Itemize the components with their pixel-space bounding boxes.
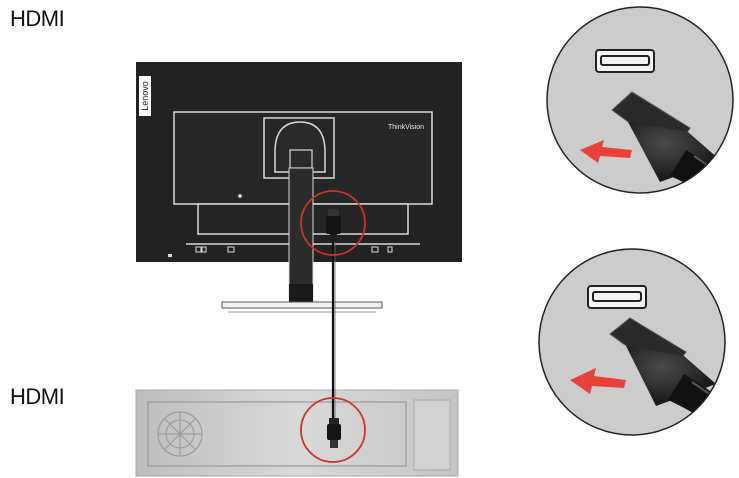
monitor-port-highlight: [300, 190, 366, 256]
monitor-brand-back: ThinkVision: [388, 124, 424, 131]
insert-arrow-icon: [570, 368, 626, 394]
computer-case: [135, 389, 459, 477]
power-led: [238, 194, 242, 198]
hdmi-port-icon: [587, 285, 647, 309]
monitor-ports: [195, 246, 393, 253]
monitor-port-label: HDMI: [10, 6, 65, 31]
fan-vent-icon: [157, 411, 203, 457]
detail-callout-bottom: [538, 248, 726, 436]
stand-neck: [288, 167, 314, 305]
computer-port-highlight: [300, 397, 366, 463]
hdmi-cable: [326, 209, 341, 448]
detail-callout-top: [546, 6, 734, 194]
computer-port-label: HDMI: [10, 384, 65, 409]
insert-arrow-icon: [580, 140, 632, 163]
hdmi-plug-icon: [328, 209, 339, 218]
monitor: Lenovo ThinkVision: [136, 62, 462, 313]
monitor-brand-side: Lenovo: [140, 81, 150, 111]
hdmi-port-icon: [595, 49, 655, 73]
stand-base: [221, 301, 383, 309]
